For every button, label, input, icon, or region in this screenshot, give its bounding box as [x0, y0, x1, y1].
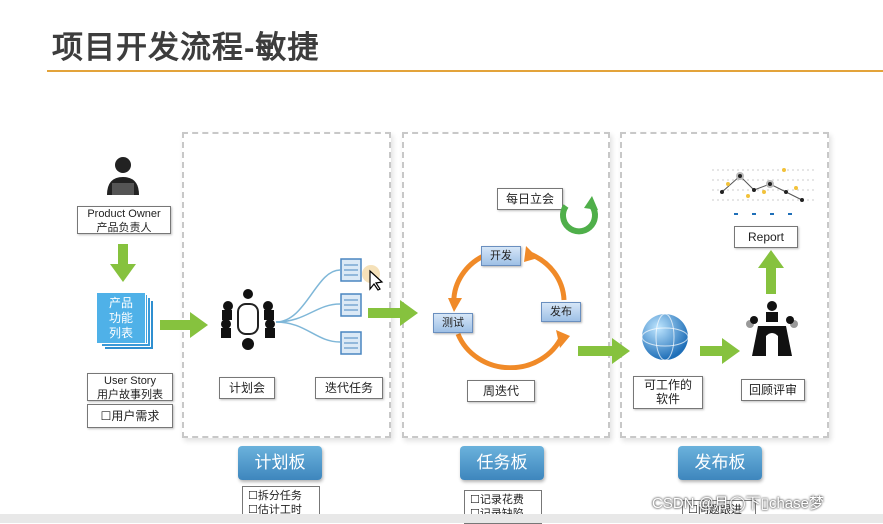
backlog-line-1: 产品 [108, 296, 133, 310]
checklist-item: ☐问题跟进 [688, 504, 742, 516]
backlog-line-3: 列表 [108, 326, 133, 340]
release-board-button[interactable]: 发布板 [678, 446, 762, 480]
user-need-box: ☐用户需求 [87, 404, 173, 428]
right-arrow-icon [578, 338, 630, 364]
iteration-cycle-arrows [448, 246, 570, 370]
daily-standup-box: 每日立会 [497, 188, 563, 210]
refresh-icon [560, 196, 598, 235]
right-arrow-icon [700, 338, 740, 364]
watermark-text: CSDN @月◯下▯chase梦 [652, 495, 824, 512]
bottom-scrollbar[interactable] [0, 514, 883, 523]
product-owner-label: Product Owner [87, 208, 161, 220]
checklist-item: ☐估计工时 [248, 504, 302, 516]
title-underline [47, 70, 883, 72]
task-doc-icon [340, 331, 362, 355]
up-arrow-icon [758, 250, 784, 294]
product-owner-label-cn: 产品负责人 [96, 222, 152, 234]
cycle-test: 测试 [433, 313, 473, 333]
user-story-box: User Story 用户故事列表 [87, 373, 173, 401]
task-doc-icon [340, 293, 362, 317]
retrospective-box: 回顾评审 [741, 379, 805, 401]
task-doc-icon [340, 258, 362, 282]
panel-planning [182, 132, 391, 438]
down-arrow-icon [110, 244, 136, 282]
report-box: Report [734, 226, 798, 248]
right-arrow-icon [368, 300, 418, 326]
backlog-stack: 产品 功能 列表 [96, 292, 154, 350]
report-chart-icon [712, 168, 816, 215]
meeting-table-icon [221, 289, 275, 350]
iteration-tasks-box: 迭代任务 [315, 377, 383, 399]
product-owner-box: Product Owner 产品负责人 [77, 206, 171, 234]
panel-iteration [402, 132, 610, 438]
working-software-line-2: 软件 [655, 392, 680, 406]
checklist-item: ☐记录花费 [470, 494, 524, 506]
page-title: 项目开发流程-敏捷 [52, 30, 320, 65]
plan-board-button[interactable]: 计划板 [238, 446, 322, 480]
user-story-label: User Story [104, 375, 156, 387]
planning-meeting-box: 计划会 [219, 377, 275, 399]
panel-release [620, 132, 829, 438]
person-laptop-icon [107, 157, 139, 195]
weekly-iteration-box: 周迭代 [467, 380, 535, 402]
task-board-button[interactable]: 任务板 [460, 446, 544, 480]
globe-icon [641, 313, 689, 361]
checklist-item: ☐拆分任务 [248, 490, 302, 502]
review-meeting-icon [746, 301, 798, 356]
user-story-label-cn: 用户故事列表 [97, 389, 163, 401]
cycle-develop: 开发 [481, 246, 521, 266]
cycle-release: 发布 [541, 302, 581, 322]
working-software-line-1: 可工作的 [643, 378, 692, 392]
working-software-box: 可工作的 软件 [633, 376, 703, 409]
cursor-icon [362, 265, 384, 291]
backlog-line-2: 功能 [108, 311, 133, 325]
right-arrow-icon [160, 312, 208, 338]
task-fan-lines [276, 269, 341, 343]
